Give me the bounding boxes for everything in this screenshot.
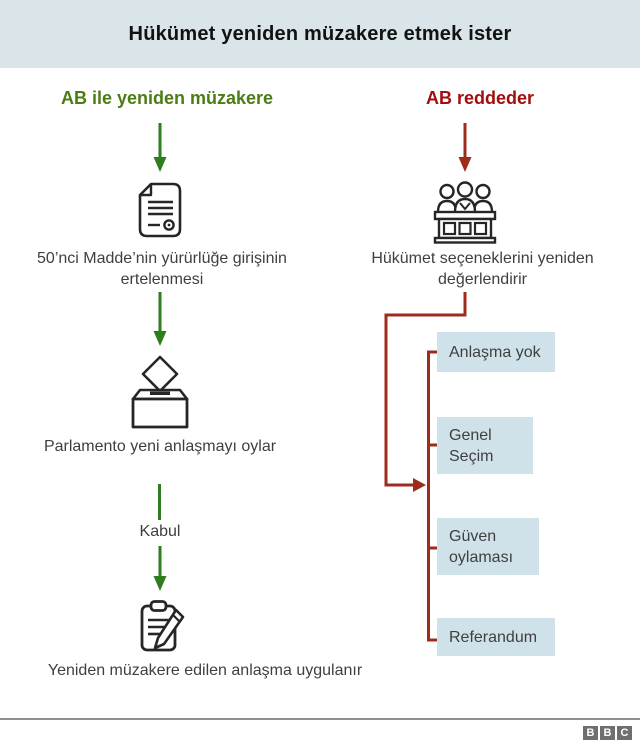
page-title: Hükümet yeniden müzakere etmek ister (128, 22, 512, 45)
document-icon (138, 182, 182, 238)
option-box-no-deal: Anlaşma yok (437, 332, 555, 372)
red-arrow (458, 123, 472, 172)
parliament-icon (433, 181, 497, 244)
green-arrow-2 (153, 292, 167, 346)
bbc-logo-letter: B (600, 726, 615, 740)
right-column-heading: AB reddeder (425, 88, 535, 108)
left-step-1-caption: 50’nci Madde’nin yürürlüğe girişinin ert… (37, 250, 287, 288)
option-box-general-election: Genel Seçim (437, 417, 533, 474)
left-column-heading: AB ile yeniden müzakere (60, 88, 274, 108)
footer-divider (0, 718, 640, 720)
bbc-logo: B B C (583, 726, 632, 740)
right-column-caption: Hükümet seçeneklerini yeniden değerlendi… (371, 250, 594, 288)
option-box-referendum: Referandum (437, 618, 555, 656)
option-box-confidence-vote: Güven oylaması (437, 518, 539, 575)
left-step-3-caption: Yeniden müzakere edilen anlaşma uygulanı… (47, 662, 363, 679)
green-arrow-3 (153, 546, 167, 591)
header-bar: Hükümet yeniden müzakere etmek ister (0, 0, 640, 68)
kabul-label: Kabul (139, 523, 181, 540)
bbc-logo-letter: C (617, 726, 632, 740)
bbc-logo-letter: B (583, 726, 598, 740)
ballot-box-icon (131, 355, 189, 429)
left-step-2-caption: Parlamento yeni anlaşmayı oylar (43, 438, 277, 455)
green-connector-line (158, 484, 161, 520)
green-arrow-1 (153, 123, 167, 172)
clipboard-pencil-icon (140, 600, 185, 652)
